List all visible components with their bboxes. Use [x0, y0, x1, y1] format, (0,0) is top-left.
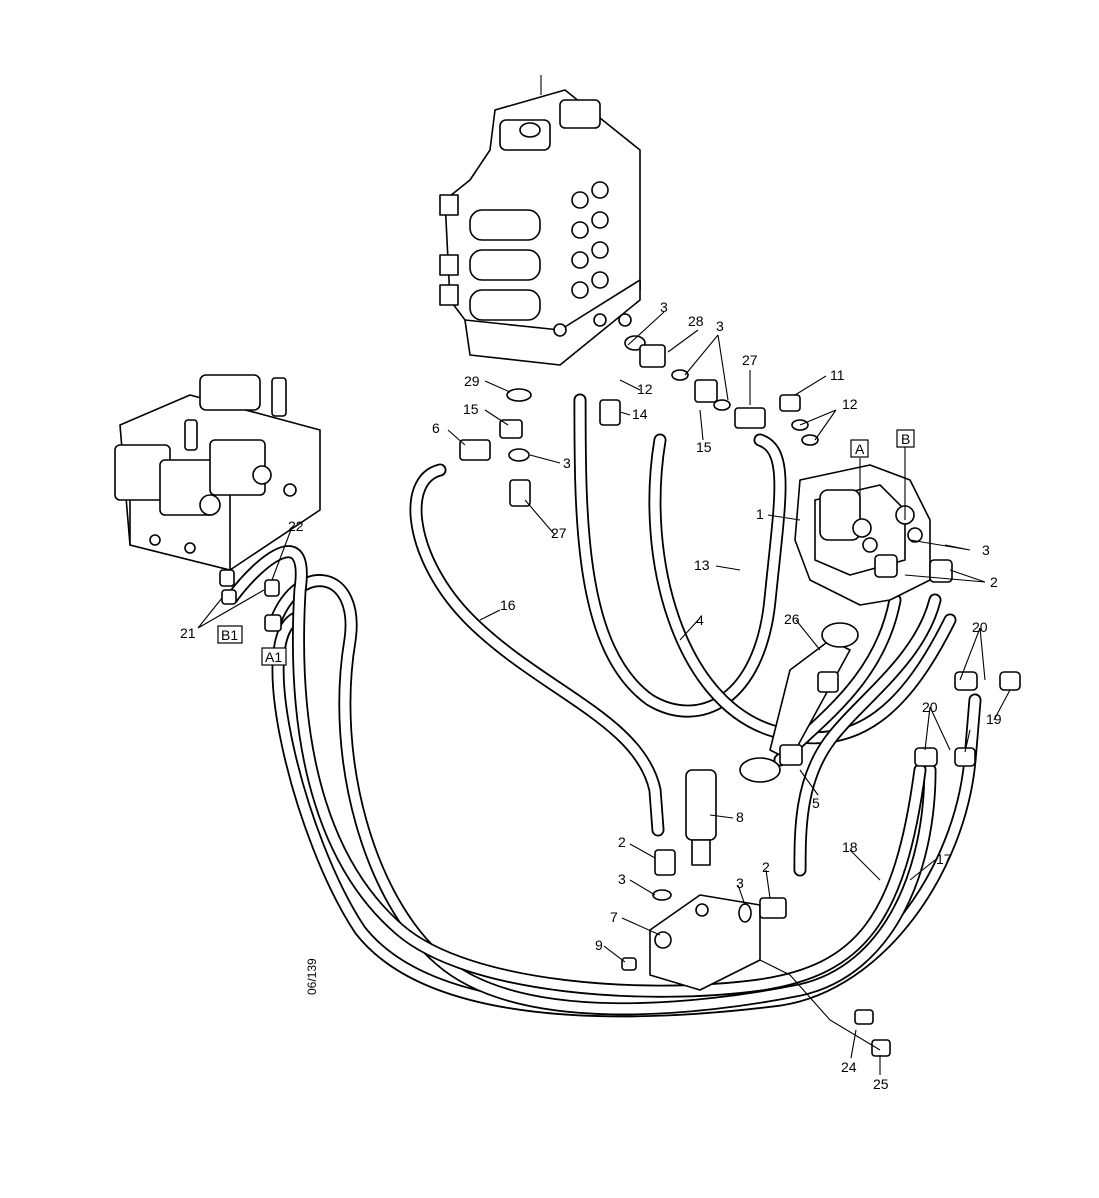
svg-text:A1: A1: [265, 649, 282, 665]
fittings: [219, 335, 1021, 1057]
leader-lines: [197, 75, 1011, 1075]
callout-5: 5: [812, 795, 820, 811]
port-label-A: A: [850, 439, 869, 458]
port-label-B1: B1: [217, 625, 243, 644]
hose-17: [269, 574, 937, 1016]
callout-28: 28: [688, 313, 704, 329]
callout-2: 2: [618, 834, 626, 850]
callout-21: 21: [180, 625, 196, 641]
callout-17: 17: [936, 851, 952, 867]
svg-text:A: A: [855, 441, 865, 457]
callout-14: 14: [632, 406, 648, 422]
drawing-reference: 06/139: [305, 958, 319, 995]
callout-12: 12: [842, 396, 858, 412]
cylinder-26: [739, 622, 859, 783]
svg-text:B1: B1: [221, 627, 238, 643]
block-7: [649, 894, 761, 991]
callout-7: 7: [610, 909, 618, 925]
port-label-B: B: [896, 429, 915, 448]
callout-1: 1: [756, 506, 764, 522]
callout-3: 3: [660, 299, 668, 315]
callout-29: 29: [464, 373, 480, 389]
callout-15: 15: [696, 439, 712, 455]
hose-13: [648, 433, 957, 745]
callout-27: 27: [742, 352, 758, 368]
callout-24: 24: [841, 1059, 857, 1075]
callout-3: 3: [618, 871, 626, 887]
callout-6: 6: [432, 420, 440, 436]
callout-19: 19: [986, 711, 1002, 727]
callout-18: 18: [842, 839, 858, 855]
callout-25: 25: [873, 1076, 889, 1092]
callout-11: 11: [830, 367, 845, 383]
callout-2: 2: [990, 574, 998, 590]
callout-3: 3: [716, 318, 724, 334]
hose-5: [793, 593, 942, 877]
callout-20: 20: [972, 619, 988, 635]
hose-16: [409, 463, 665, 837]
callout-27: 27: [551, 525, 567, 541]
callout-4: 4: [696, 612, 704, 628]
port-label-A1: A1: [261, 647, 287, 666]
callout-3: 3: [563, 455, 571, 471]
hose-4: [573, 393, 787, 718]
hose-22: [225, 545, 927, 998]
callout-9: 9: [595, 937, 603, 953]
svg-text:B: B: [901, 431, 910, 447]
swivel-motor-block: [794, 464, 931, 606]
callout-3: 3: [982, 542, 990, 558]
callout-labels: 3 28 3 27 11 12 29 12 15 14 6 15 3 27 1 …: [180, 299, 1002, 1092]
callout-3: 3: [736, 875, 744, 891]
callout-15: 15: [463, 401, 479, 417]
callout-22: 22: [288, 518, 304, 534]
callout-13: 13: [694, 557, 710, 573]
callout-8: 8: [736, 809, 744, 825]
callout-20: 20: [922, 699, 938, 715]
callout-2: 2: [762, 859, 770, 875]
valve-8: [685, 769, 717, 866]
callout-26: 26: [784, 611, 800, 627]
solenoid-valve-block: [114, 374, 321, 571]
control-valve-block: [439, 89, 641, 366]
callout-12: 12: [637, 381, 653, 397]
callout-16: 16: [500, 597, 516, 613]
